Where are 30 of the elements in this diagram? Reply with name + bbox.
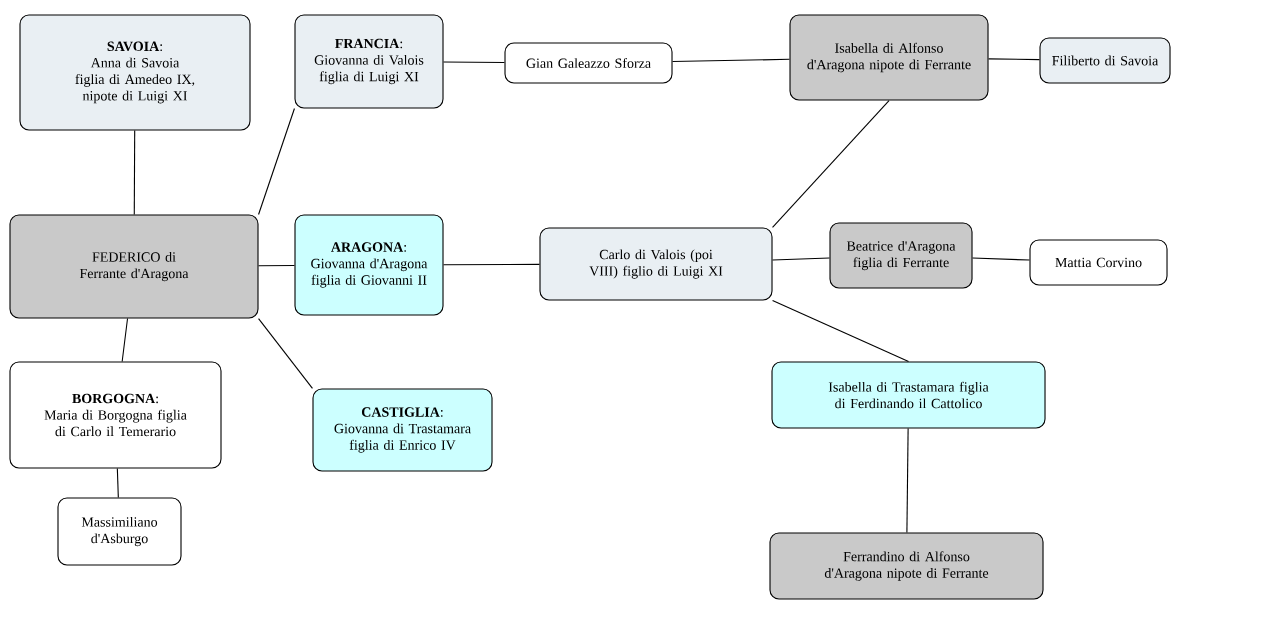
name-box: Isabella di Trastamara figlia di Ferdinando il Cattolico (771, 361, 1046, 429)
connector-line (121, 318, 129, 362)
connector-line (906, 428, 909, 533)
connector-line (772, 257, 830, 261)
connector-line (443, 61, 505, 63)
name-box: Filiberto di Savoia (1039, 37, 1171, 84)
connector-line (258, 108, 295, 215)
connector-line (672, 58, 790, 62)
connector-line (258, 264, 295, 267)
connector-line (988, 58, 1040, 61)
connector-line (972, 257, 1030, 261)
connector-line (772, 100, 890, 228)
name-box: Isabella di Alfonso d'Aragona nipote di Ferrante (789, 14, 989, 101)
connector-line (116, 468, 119, 498)
name-box: Carlo di Valois (poi VIII) figlio di Luigi XI (539, 227, 773, 301)
name-box: Massimiliano d'Asburgo (57, 497, 182, 566)
connector-line (772, 300, 910, 362)
name-box: CASTIGLIA: Giovanna di Trastamara figlia di Enrico IV (312, 388, 493, 472)
name-box: FEDERICO di Ferrante d'Aragona (9, 214, 259, 319)
connector-line (258, 318, 313, 389)
name-box: SAVOIA: Anna di Savoia figlia di Amedeo IX, nipote di Luigi XI (19, 14, 251, 131)
name-box: FRANCIA: Giovanna di Valois figlia di Luigi XI (294, 14, 444, 109)
name-box: Beatrice d'Aragona figlia di Ferrante (829, 222, 973, 289)
name-box: Ferrandino di Alfonso d'Aragona nipote di Ferrante (769, 532, 1044, 600)
name-box: BORGOGNA: Maria di Borgogna figlia di Carlo il Temerario (9, 361, 222, 469)
connector-line (133, 130, 136, 215)
name-box: ARAGONA: Giovanna d'Aragona figlia di Giovanni II (294, 214, 444, 316)
connector-line (443, 263, 540, 266)
name-box: Mattia Corvino (1029, 239, 1168, 286)
name-box: Gian Galeazzo Sforza (504, 42, 673, 84)
